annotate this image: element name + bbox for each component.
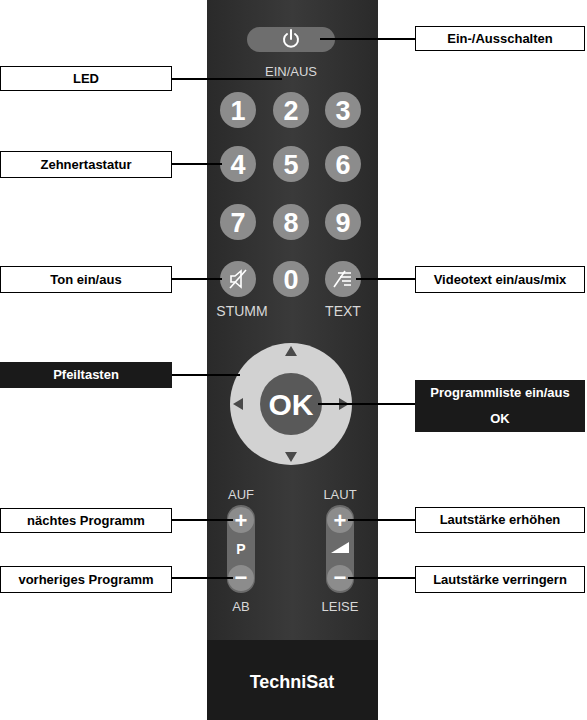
callout-box: vorheriges Programm (0, 566, 172, 593)
button-caption: AUF (228, 488, 254, 501)
mute-icon (230, 270, 246, 288)
callout-text: Lautstärke verringern (433, 572, 567, 588)
callout-text: nächtes Programm (27, 513, 145, 529)
callout-box: OK (415, 405, 585, 432)
callout-text: Ton ein/aus (50, 272, 121, 288)
callout-text: vorheriges Programm (18, 572, 153, 588)
teletext-icon (334, 271, 351, 287)
callout-text: Programmliste ein/aus (430, 385, 569, 401)
ok-button (260, 373, 322, 435)
power-icon (284, 30, 298, 47)
callout-text: OK (490, 411, 510, 427)
callout-box: Videotext ein/aus/mix (415, 266, 585, 293)
digit-key: 2 (283, 98, 298, 125)
callout-text: Pfeiltasten (53, 367, 119, 383)
leader-lines (172, 39, 415, 578)
digit-key: 4 (230, 152, 245, 179)
digit-key: 6 (335, 152, 350, 179)
brand-logo: TechniSat (250, 673, 335, 691)
digit-key: 0 (283, 267, 298, 294)
rocker-sign: + (334, 510, 347, 532)
digit-key: 8 (283, 210, 298, 237)
rocker-sign: + (235, 510, 248, 532)
callout-box: Programmliste ein/aus (415, 380, 585, 405)
callout-box: Ein-/Ausschalten (415, 26, 585, 51)
callout-box: Ton ein/aus (0, 266, 172, 293)
callout-box: Lautstärke erhöhen (415, 507, 585, 533)
digit-key: 9 (335, 210, 350, 237)
ok-key-label: OK (269, 390, 314, 420)
rocker-sign: − (235, 567, 248, 589)
volume-rocker (326, 505, 354, 593)
callout-box: LED (0, 66, 172, 91)
digit-key: 3 (335, 98, 350, 125)
rocker-sign: − (334, 567, 347, 589)
button-caption: LEISE (322, 600, 359, 613)
button-caption: LAUT (323, 488, 356, 501)
remote-bottom (207, 640, 378, 720)
callout-box: nächtes Programm (0, 508, 172, 533)
callout-text: LED (73, 71, 99, 87)
digit-buttons (220, 92, 361, 297)
callout-text: Videotext ein/aus/mix (434, 272, 567, 288)
remote-body (207, 0, 378, 720)
callout-text: Ein-/Ausschalten (447, 31, 552, 47)
callout-box: Zehnertastatur (0, 151, 172, 178)
callout-box: Lautstärke verringern (415, 566, 585, 593)
rocker-caption: P (236, 542, 245, 556)
button-caption: TEXT (325, 304, 361, 318)
button-caption: STUMM (216, 304, 267, 318)
callout-text: Zehnertastatur (40, 157, 131, 173)
digit-key: 1 (230, 98, 245, 125)
volume-icon (331, 542, 349, 553)
digit-key: 5 (283, 152, 298, 179)
digit-key: 7 (230, 210, 245, 237)
button-caption: AB (232, 600, 249, 613)
button-caption: EIN/AUS (265, 65, 317, 78)
callout-box: Pfeiltasten (0, 362, 172, 388)
callout-text: Lautstärke erhöhen (440, 512, 561, 528)
program-rocker (227, 505, 255, 593)
